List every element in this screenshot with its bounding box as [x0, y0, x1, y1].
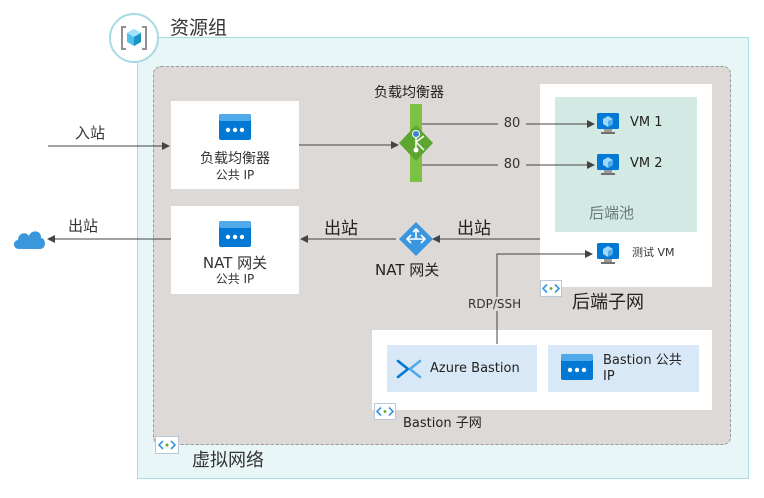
load-balancer-icon [398, 104, 434, 182]
bastion-public-ip-label: Bastion 公共 IP [603, 353, 682, 384]
public-ip-icon [219, 221, 251, 247]
nat-public-ip-title: NAT 网关 [202, 254, 268, 272]
vm-icon [596, 112, 620, 136]
nat-gateway-label: NAT 网关 [375, 261, 440, 279]
load-balancer-label: 负载均衡器 [374, 85, 444, 101]
public-ip-icon [219, 114, 251, 140]
backend-pool-label: 后端池 [589, 204, 635, 222]
vnet-icon [155, 436, 179, 454]
inbound-label: 入站 [75, 124, 106, 142]
vm-2-label: VM 2 [630, 156, 663, 171]
outbound-label-right: 出站 [457, 219, 491, 239]
nat-public-ip-box [171, 206, 299, 294]
lb-public-ip-subtitle: 公共 IP [215, 168, 255, 182]
bastion-subnet-label: Bastion 子网 [403, 416, 482, 431]
internet-cloud-icon [11, 224, 47, 252]
port-label-1: 80 [503, 116, 521, 131]
public-ip-icon [561, 354, 593, 380]
backend-subnet-label: 后端子网 [572, 292, 644, 313]
outbound-label-mid: 出站 [324, 219, 358, 239]
port-label-2: 80 [503, 157, 521, 172]
vm-1-label: VM 1 [630, 115, 663, 130]
bastion-icon [395, 355, 423, 383]
lb-public-ip-title: 负载均衡器 [200, 151, 270, 167]
resource-group-label: 资源组 [170, 17, 228, 39]
test-vm-label: 测试 VM [632, 246, 675, 259]
subnet-icon [374, 403, 396, 420]
resource-group-icon [108, 12, 160, 64]
subnet-icon [540, 280, 562, 297]
vm-icon [596, 242, 620, 266]
nat-gateway-icon [398, 221, 434, 257]
nat-public-ip-subtitle: 公共 IP [215, 272, 255, 286]
azure-bastion-label: Azure Bastion [430, 361, 520, 376]
outbound-label-left: 出站 [68, 217, 99, 235]
rdp-ssh-label: RDP/SSH [468, 297, 522, 311]
virtual-network-label: 虚拟网络 [192, 450, 264, 471]
vm-icon [596, 153, 620, 177]
